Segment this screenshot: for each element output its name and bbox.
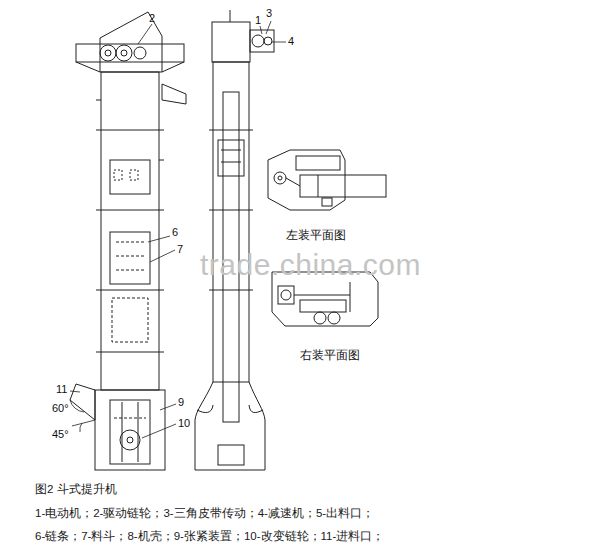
- right-mounted-plan-view-part: [328, 312, 340, 324]
- left-elevator-boot-part: [138, 402, 139, 462]
- callout-number: 7: [177, 243, 183, 256]
- middle-elevator-side-view-part: [221, 162, 241, 163]
- right-mounted-plan-view-part: [350, 282, 351, 312]
- left-elevator-casing-part: [112, 298, 148, 342]
- middle-elevator-side-view-part: [197, 405, 263, 413]
- left-elevator-boot-part: [114, 418, 146, 419]
- middle-elevator-side-view-part: [230, 10, 231, 22]
- right-mounted-plan-view-part: [294, 295, 350, 296]
- left-elevator-casing-part: [96, 290, 164, 291]
- right-mounted-plan-view-part: [314, 312, 326, 324]
- left-elevator-casing-part: [114, 170, 138, 180]
- middle-elevator-side-view-part: [218, 140, 244, 176]
- callout-number: 9: [178, 396, 184, 409]
- left-elevator-head-part: [105, 50, 111, 56]
- left-elevator-casing-part: [96, 130, 164, 131]
- left-mounted-plan-view-part: [318, 175, 319, 197]
- middle-elevator-side-view-part: [218, 445, 244, 465]
- angle-dimension: 45°: [52, 428, 69, 441]
- left-elevator-boot-part: [80, 423, 82, 432]
- middle-elevator-side-view-part: [221, 150, 241, 151]
- middle-elevator-side-view-part: [264, 37, 272, 45]
- left-mounted-plan-view-part: [278, 176, 282, 180]
- left-elevator-boot-part: [120, 430, 140, 450]
- leader-lines-part: [70, 391, 80, 392]
- right-mounted-plan-view-part: [300, 300, 346, 312]
- left-elevator-casing-part: [159, 160, 164, 161]
- left-elevator-head-part: [116, 45, 132, 61]
- left-elevator-casing-part: [96, 210, 164, 211]
- left-mounted-plan-view-part: [268, 150, 345, 210]
- figure-caption: 图2 斗式提升机: [35, 483, 117, 496]
- left-mounted-plan-view-part: [322, 198, 332, 206]
- left-elevator-boot: [70, 384, 165, 470]
- middle-elevator-side-view-part: [209, 210, 253, 211]
- watermark: trade.china.com: [200, 248, 421, 283]
- left-elevator-casing-part: [116, 242, 144, 270]
- left-elevator-boot-part: [110, 400, 150, 464]
- leader-lines-part: [142, 424, 176, 438]
- left-elevator-casing-part: [110, 232, 150, 284]
- middle-elevator-side-view-part: [195, 382, 265, 470]
- callout-number: 4: [288, 35, 294, 48]
- left-elevator-head: [76, 12, 186, 104]
- parts-list-line: 6-链条；7-料斗；8-机壳；9-张紧装置；10-改变链轮；11-进料口；: [35, 530, 384, 543]
- middle-elevator-side-view-part: [209, 290, 253, 291]
- angle-dimension: 60°: [52, 402, 69, 415]
- callout-number: 2: [149, 12, 155, 25]
- callout-number: 10: [178, 417, 190, 430]
- view-title: 左装平面图: [286, 229, 346, 243]
- leader-lines-part: [272, 42, 286, 43]
- leader-lines-part: [260, 26, 262, 34]
- middle-elevator-side-view-part: [213, 62, 249, 382]
- left-elevator-boot-part: [127, 437, 133, 443]
- right-mounted-plan-view-part: [281, 290, 291, 300]
- callout-number: 6: [172, 226, 178, 239]
- left-elevator-casing-part: [96, 352, 164, 353]
- middle-elevator-side-view-part: [252, 35, 264, 47]
- left-mounted-plan-view: [268, 150, 386, 210]
- left-elevator-head-part: [100, 45, 116, 61]
- left-elevator-head-part: [100, 12, 162, 72]
- left-mounted-plan-view-part: [296, 156, 340, 170]
- left-elevator-head-part: [76, 62, 100, 72]
- callout-number: 11: [56, 383, 67, 396]
- right-mounted-plan-view-part: [278, 286, 294, 304]
- callout-number: 3: [266, 7, 272, 20]
- left-elevator-head-part: [76, 44, 184, 62]
- left-mounted-plan-view-part: [300, 175, 386, 197]
- inlet-chute: [70, 384, 95, 420]
- left-elevator-boot-part: [70, 400, 84, 412]
- leader-lines-part: [150, 250, 175, 262]
- left-elevator-boot-part: [72, 420, 95, 426]
- left-elevator-casing: [96, 72, 164, 390]
- left-elevator-head-part: [121, 50, 127, 56]
- middle-elevator-side-view: [195, 10, 274, 470]
- left-elevator-boot-part: [122, 402, 123, 462]
- leader-lines-part: [138, 24, 152, 44]
- left-mounted-plan-view-part: [286, 178, 300, 186]
- left-mounted-plan-view-part: [274, 172, 286, 184]
- left-elevator-head-part: [134, 47, 146, 59]
- parts-list-line: 1-电动机；2-驱动链轮；3-三角皮带传动；4-减速机；5-出料口；: [35, 507, 374, 520]
- left-elevator-casing-part: [96, 100, 101, 101]
- callout-number: 1: [255, 14, 261, 27]
- view-title: 右装平面图: [300, 349, 360, 363]
- leader-lines: [70, 21, 286, 438]
- middle-elevator-side-view-part: [209, 130, 253, 131]
- left-elevator-head-part: [162, 62, 184, 72]
- left-elevator-boot-part: [95, 390, 165, 470]
- discharge-spout: [162, 84, 186, 104]
- leader-lines-part: [160, 404, 176, 410]
- left-elevator-casing-part: [110, 160, 150, 194]
- leader-lines-part: [266, 21, 271, 34]
- middle-elevator-side-view-part: [212, 22, 250, 62]
- left-elevator-casing-part: [101, 72, 159, 390]
- leader-lines-part: [148, 236, 170, 242]
